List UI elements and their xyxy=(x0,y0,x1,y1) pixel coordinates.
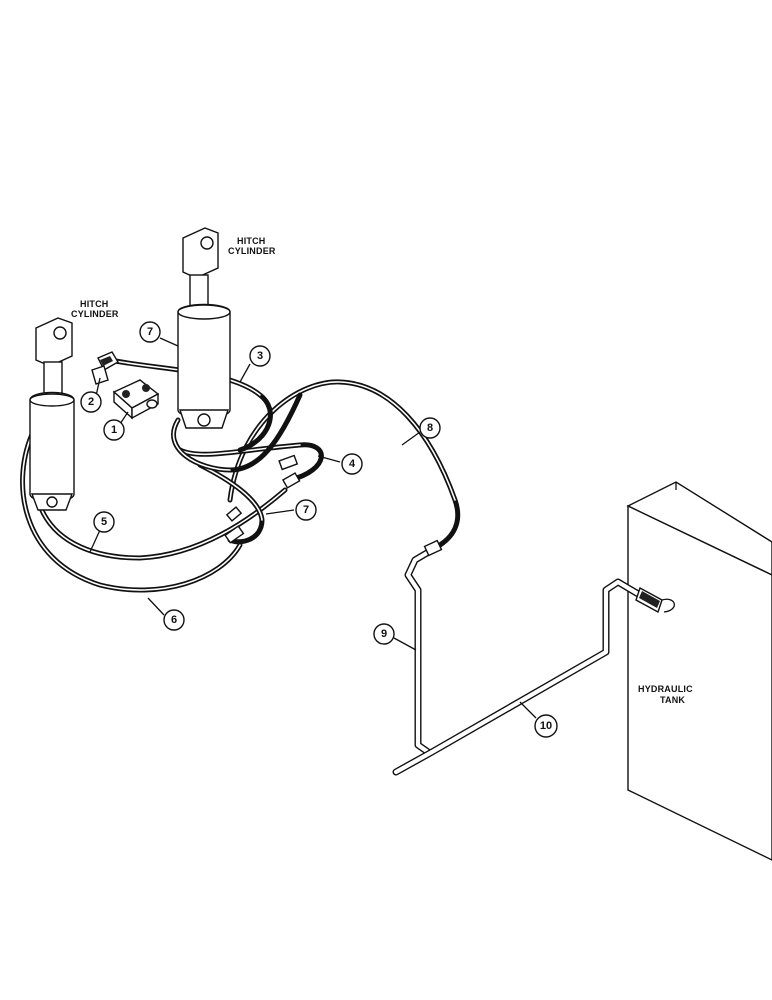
callout-number: 7 xyxy=(147,326,153,338)
callout-7-top: 7 xyxy=(139,321,161,343)
callout-number: 8 xyxy=(427,422,433,434)
hose-6 xyxy=(20,427,243,593)
hose-4 xyxy=(177,442,324,483)
callout-10: 10 xyxy=(534,714,558,738)
label-hitch-cylinder-left: HITCH CYLINDER xyxy=(71,299,119,319)
fitting-2 xyxy=(91,351,119,385)
callout-9: 9 xyxy=(373,623,395,645)
callout-2: 2 xyxy=(80,391,102,413)
callout-number: 3 xyxy=(257,350,263,362)
callout-number: 10 xyxy=(540,720,552,732)
hose-inner xyxy=(171,392,303,473)
callout-7-bottom: 7 xyxy=(295,499,317,521)
callout-leaders xyxy=(89,337,537,719)
callout-number: 2 xyxy=(88,396,94,408)
tube-9 xyxy=(404,539,443,756)
hose-8 xyxy=(227,379,461,548)
label-hitch-cylinder-right: HITCH CYLINDER xyxy=(228,236,276,256)
callout-8: 8 xyxy=(419,417,441,439)
hitch-cylinder-right xyxy=(177,227,231,429)
label-text-hydraulic: HYDRAULIC xyxy=(638,684,693,694)
label-text-hitch: HITCH xyxy=(237,236,266,246)
hitch-cylinder-left xyxy=(29,317,75,511)
callout-5: 5 xyxy=(93,511,115,533)
block-1 xyxy=(112,379,160,420)
callout-number: 7 xyxy=(303,504,309,516)
label-text-cylinder: CYLINDER xyxy=(71,309,119,319)
label-text-cylinder: CYLINDER xyxy=(228,246,276,256)
callout-4: 4 xyxy=(341,453,363,475)
label-hydraulic-tank: HYDRAULIC TANK xyxy=(638,684,693,705)
hose-5 xyxy=(35,487,288,561)
callout-number: 5 xyxy=(101,516,107,528)
callout-number: 4 xyxy=(349,458,356,470)
tube-10 xyxy=(392,578,675,776)
callout-3: 3 xyxy=(249,345,271,367)
label-text-hitch: HITCH xyxy=(80,299,109,309)
callout-6: 6 xyxy=(163,609,185,631)
hose-fittings xyxy=(224,454,301,544)
label-text-tank: TANK xyxy=(660,695,685,705)
callout-number: 6 xyxy=(171,614,177,626)
hydraulic-tank xyxy=(626,481,772,861)
callout-1: 1 xyxy=(103,419,125,441)
callout-number: 1 xyxy=(111,424,117,436)
callout-number: 9 xyxy=(381,628,387,640)
